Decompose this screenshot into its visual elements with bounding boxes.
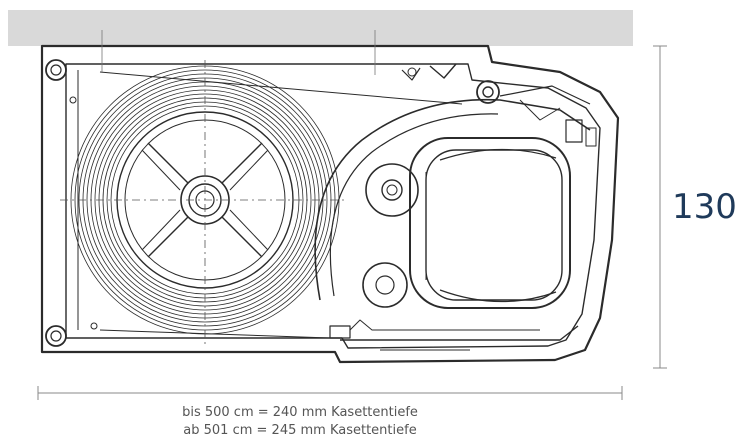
ceiling-band: [8, 10, 633, 46]
width-dimension-line: [37, 386, 623, 400]
height-dimension-line: [653, 45, 667, 369]
caption-line-1: bis 500 cm = 240 mm Kasettentiefe: [182, 405, 418, 420]
height-dimension-label: 130: [672, 187, 737, 227]
caption-line-2: ab 501 cm = 245 mm Kasettentiefe: [183, 423, 417, 438]
cassette-housing: [40, 30, 620, 364]
